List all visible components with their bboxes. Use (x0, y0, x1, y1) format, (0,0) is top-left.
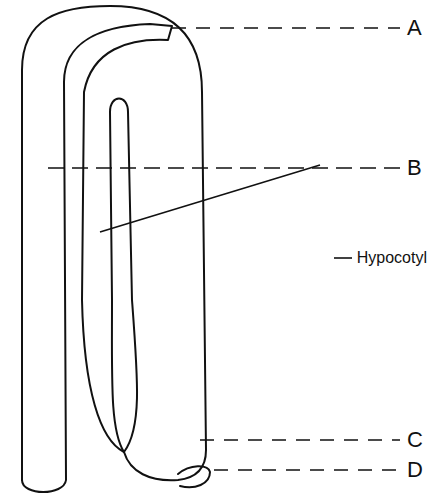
callout-letter: D (406, 459, 424, 481)
part-label: Hypocotyl (356, 250, 428, 266)
embryo-outline (22, 6, 206, 480)
cotyledon-outline (22, 24, 172, 492)
leader-line (100, 165, 320, 232)
leader-line (48, 167, 400, 169)
leader-line (214, 469, 400, 471)
callout-letter: C (406, 429, 424, 451)
leader-line (172, 27, 400, 29)
inner-cotyledon-outline (110, 99, 137, 453)
leader-line (334, 257, 352, 259)
root-cap (178, 466, 210, 487)
leader-line (200, 439, 400, 441)
callout-letter: A (406, 17, 423, 39)
callout-letter: B (406, 157, 423, 179)
